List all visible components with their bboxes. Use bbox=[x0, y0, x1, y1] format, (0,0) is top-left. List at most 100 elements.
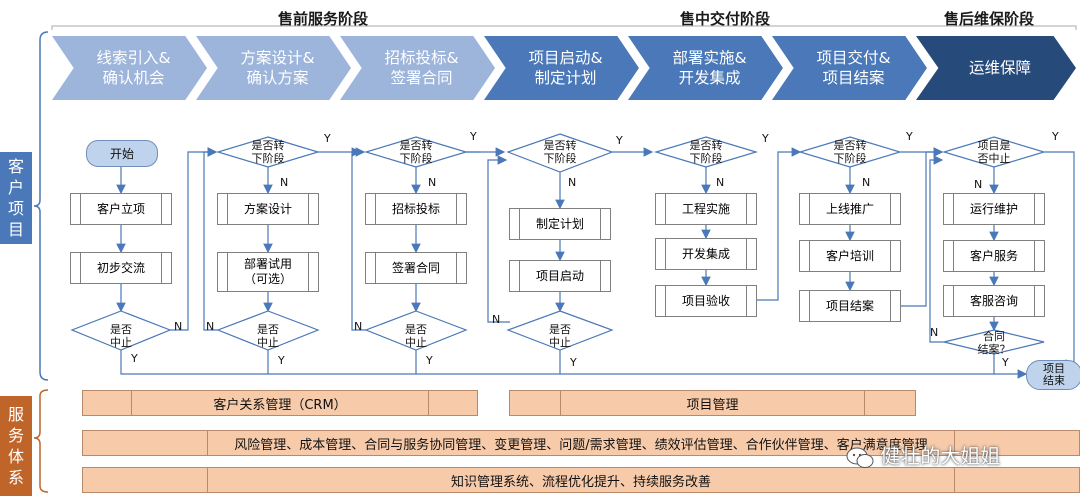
box-label: 项目验收 bbox=[681, 293, 730, 308]
box-customer-init: 客户立项 bbox=[70, 193, 172, 225]
flow-start: 开始 bbox=[86, 140, 158, 167]
yes-label: Y bbox=[570, 356, 577, 369]
decision-label: 是否 中止 bbox=[110, 323, 132, 349]
decision-next-1 bbox=[215, 136, 321, 168]
decision-stop-3 bbox=[364, 310, 468, 351]
box-label: 客户立项 bbox=[96, 201, 145, 216]
bar-knowledge-label: 知识管理系统、流程优化提升、持续服务改善 bbox=[450, 474, 711, 490]
chevron-stage-2: 方案设计& 确认方案 bbox=[196, 36, 351, 100]
chevron-stage-label: 线索引入& 确认机会 bbox=[96, 49, 171, 87]
yes-label: Y bbox=[616, 134, 623, 147]
box-label: 初步交流 bbox=[96, 260, 145, 275]
no-label: N bbox=[174, 320, 183, 333]
flow-start-label: 开始 bbox=[109, 147, 134, 161]
stage-title-aftersale: 售后维保阶段 bbox=[944, 10, 1035, 28]
box-dev-integration: 开发集成 bbox=[655, 238, 757, 270]
no-label: N bbox=[354, 320, 363, 333]
no-label: N bbox=[280, 176, 289, 189]
chevron-stage-5: 部署实施& 开发集成 bbox=[628, 36, 783, 100]
bar-crm: 客户关系管理（CRM） bbox=[82, 390, 478, 416]
watermark: 健壮的大姐姐 bbox=[846, 440, 1000, 469]
yes-label: Y bbox=[762, 132, 769, 145]
box-label: 招标投标 bbox=[391, 201, 440, 216]
decision-label: 是否转 下阶段 bbox=[251, 139, 285, 165]
side-label-customer-project: 客 户 项 目 bbox=[0, 152, 32, 244]
side-label-service-system: 服 务 体 系 bbox=[0, 396, 32, 496]
box-deploy-trial: 部署试用 （可选） bbox=[217, 252, 319, 292]
chevron-stage-6: 项目交付& 项目结案 bbox=[772, 36, 927, 100]
decision-label: 是否转 下阶段 bbox=[833, 139, 867, 165]
bar-crm-label: 客户关系管理（CRM） bbox=[213, 397, 347, 413]
chevron-stage-7: 运维保障 bbox=[916, 36, 1076, 100]
yes-label: Y bbox=[131, 352, 138, 365]
side-label-service-system-text: 服 务 体 系 bbox=[7, 405, 24, 487]
chevron-stage-label: 运维保障 bbox=[968, 59, 1031, 77]
bar-management-items-label: 风险管理、成本管理、合同与服务协同管理、变更管理、问题/需求管理、绩效评估管理、… bbox=[234, 437, 928, 453]
box-label: 项目结案 bbox=[825, 298, 874, 313]
yes-label: Y bbox=[278, 354, 285, 367]
yes-label: Y bbox=[324, 132, 331, 145]
no-label: N bbox=[206, 320, 215, 333]
box-make-plan: 制定计划 bbox=[509, 208, 611, 240]
decision-project-stop bbox=[941, 136, 1047, 168]
chevron-stage-1: 线索引入& 确认机会 bbox=[52, 36, 207, 100]
decision-label: 是否转 下阶段 bbox=[689, 139, 723, 165]
chevron-stage-label: 方案设计& 确认方案 bbox=[240, 49, 315, 87]
decision-next-4 bbox=[653, 136, 759, 168]
decision-label: 是否 中止 bbox=[405, 323, 427, 349]
box-label: 运行维护 bbox=[969, 201, 1018, 216]
no-label: N bbox=[930, 326, 939, 339]
yes-label: Y bbox=[906, 130, 913, 143]
chevron-stage-label: 部署实施& 开发集成 bbox=[672, 49, 747, 87]
yes-label: Y bbox=[1052, 130, 1059, 143]
yes-label: Y bbox=[1002, 356, 1009, 369]
box-project-kickoff: 项目启动 bbox=[509, 260, 611, 292]
watermark-text: 健壮的大姐姐 bbox=[880, 444, 1001, 468]
decision-label: 是否转 下阶段 bbox=[543, 139, 577, 165]
box-label: 上线推广 bbox=[825, 201, 874, 216]
decision-contract-close bbox=[943, 329, 1045, 355]
chevron-stage-4: 项目启动& 制定计划 bbox=[484, 36, 639, 100]
chevron-stage-3: 招标投标& 签署合同 bbox=[340, 36, 495, 100]
box-label: 客服咨询 bbox=[969, 293, 1018, 308]
no-label: N bbox=[492, 313, 501, 326]
customer-bracket bbox=[33, 31, 49, 381]
box-bidding: 招标投标 bbox=[365, 193, 467, 225]
wechat-icon bbox=[846, 447, 874, 469]
box-service-consult: 客服咨询 bbox=[943, 285, 1045, 317]
box-training: 客户培训 bbox=[799, 240, 901, 272]
bar-project-management-label: 项目管理 bbox=[686, 397, 739, 413]
box-customer-service: 客户服务 bbox=[943, 240, 1045, 272]
box-initial-talk: 初步交流 bbox=[70, 252, 172, 284]
yes-label: Y bbox=[470, 130, 477, 143]
decision-next-5 bbox=[797, 136, 903, 168]
decision-next-2 bbox=[363, 136, 469, 168]
stage-title-insale: 售中交付阶段 bbox=[680, 10, 771, 28]
stage-bracket bbox=[51, 25, 1077, 30]
chevron-stage-label: 项目启动& 制定计划 bbox=[528, 49, 603, 87]
side-label-customer-project-text: 客 户 项 目 bbox=[7, 157, 24, 239]
box-label: 客户培训 bbox=[825, 248, 874, 263]
box-solution-design: 方案设计 bbox=[217, 193, 319, 225]
box-project-close: 项目结案 bbox=[799, 290, 901, 322]
chevron-stage-label: 招标投标& 签署合同 bbox=[384, 49, 459, 87]
box-go-live: 上线推广 bbox=[799, 193, 901, 225]
no-label: N bbox=[428, 176, 437, 189]
box-label: 工程实施 bbox=[681, 201, 730, 216]
no-label: N bbox=[716, 176, 725, 189]
box-label: 部署试用 （可选） bbox=[243, 257, 292, 286]
decision-label: 是否 中止 bbox=[257, 323, 279, 349]
stage-title-presale: 售前服务阶段 bbox=[278, 10, 369, 28]
flow-end: 项目 结束 bbox=[1026, 360, 1080, 390]
box-sign-contract: 签署合同 bbox=[365, 252, 467, 284]
flow-end-label: 项目 结束 bbox=[1043, 362, 1065, 387]
chevron-stage-label: 项目交付& 项目结案 bbox=[816, 49, 891, 87]
bar-management-items: 风险管理、成本管理、合同与服务协同管理、变更管理、问题/需求管理、绩效评估管理、… bbox=[82, 430, 1080, 456]
box-acceptance: 项目验收 bbox=[655, 285, 757, 317]
box-engineering: 工程实施 bbox=[655, 193, 757, 225]
box-ops-maintenance: 运行维护 bbox=[943, 193, 1045, 225]
decision-label: 是否转 下阶段 bbox=[399, 139, 433, 165]
service-bracket bbox=[33, 389, 49, 493]
no-label: N bbox=[974, 178, 983, 191]
